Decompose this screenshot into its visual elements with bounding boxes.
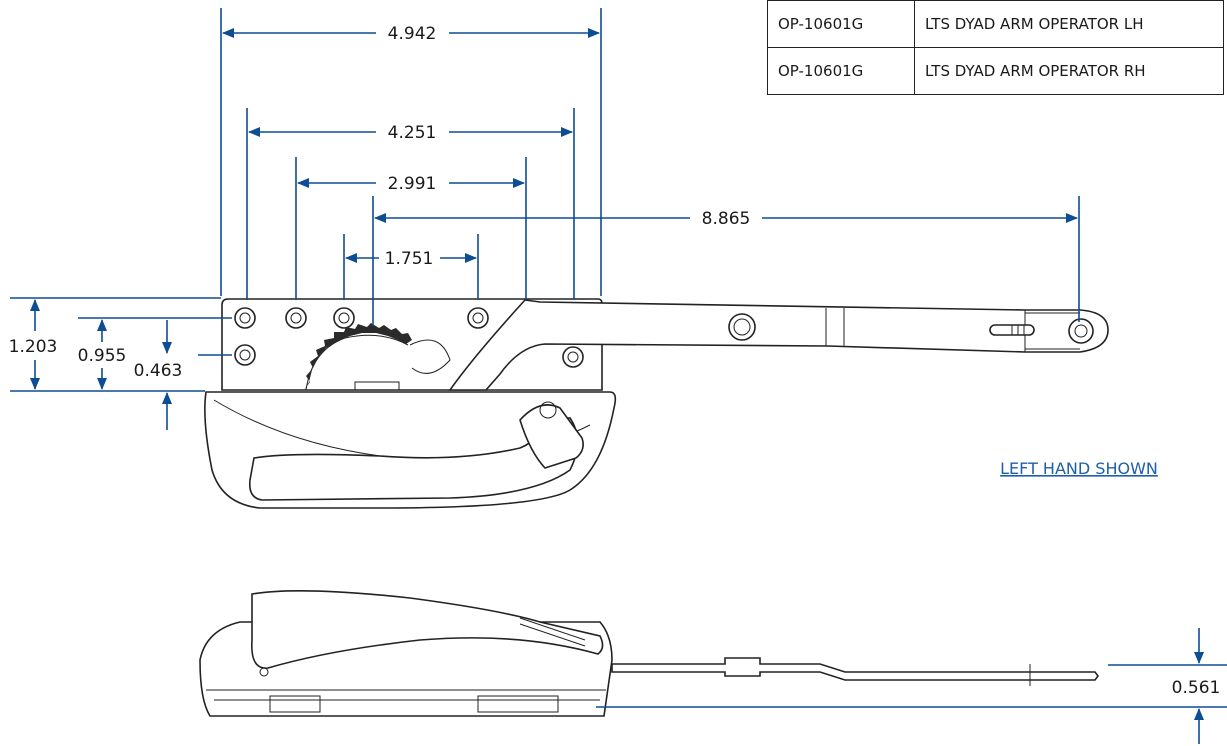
dimension-labels: 4.942 4.251 2.991 8.865 1.751 1.203 0.95… bbox=[9, 24, 1221, 698]
side-arm bbox=[611, 657, 1099, 681]
dim-arm-thickness: 0.561 bbox=[1172, 678, 1221, 698]
parts-table: OP-10601G LTS DYAD ARM OPERATOR LH OP-10… bbox=[767, 0, 1224, 95]
dim-hole-span-inner: 1.751 bbox=[385, 249, 434, 269]
left-hand-shown-note[interactable]: LEFT HAND SHOWN bbox=[1000, 459, 1158, 478]
mounting-holes bbox=[234, 307, 584, 368]
operator-side-view bbox=[199, 590, 1099, 717]
table-row: OP-10601G LTS DYAD ARM OPERATOR RH bbox=[767, 47, 1224, 95]
dimension-lines bbox=[10, 8, 1227, 744]
dim-height-hole-lower: 0.463 bbox=[134, 361, 183, 381]
description-cell: LTS DYAD ARM OPERATOR RH bbox=[914, 47, 1224, 95]
side-crank-handle bbox=[251, 590, 604, 669]
description-cell: LTS DYAD ARM OPERATOR LH bbox=[914, 0, 1224, 48]
operator-top-view bbox=[204, 298, 1109, 509]
dim-hole-span-mid: 2.991 bbox=[388, 174, 437, 194]
part-number-cell: OP-10601G bbox=[767, 47, 915, 95]
operator-arm bbox=[448, 299, 1109, 391]
part-number-cell: OP-10601G bbox=[767, 0, 915, 48]
table-row: OP-10601G LTS DYAD ARM OPERATOR LH bbox=[767, 0, 1224, 48]
dim-height-total: 1.203 bbox=[9, 337, 58, 357]
dim-height-hole-upper: 0.955 bbox=[78, 346, 127, 366]
dim-overall-width: 4.942 bbox=[388, 24, 437, 44]
dim-arm-reach: 8.865 bbox=[702, 209, 751, 229]
dim-hole-span-outer: 4.251 bbox=[388, 123, 437, 143]
